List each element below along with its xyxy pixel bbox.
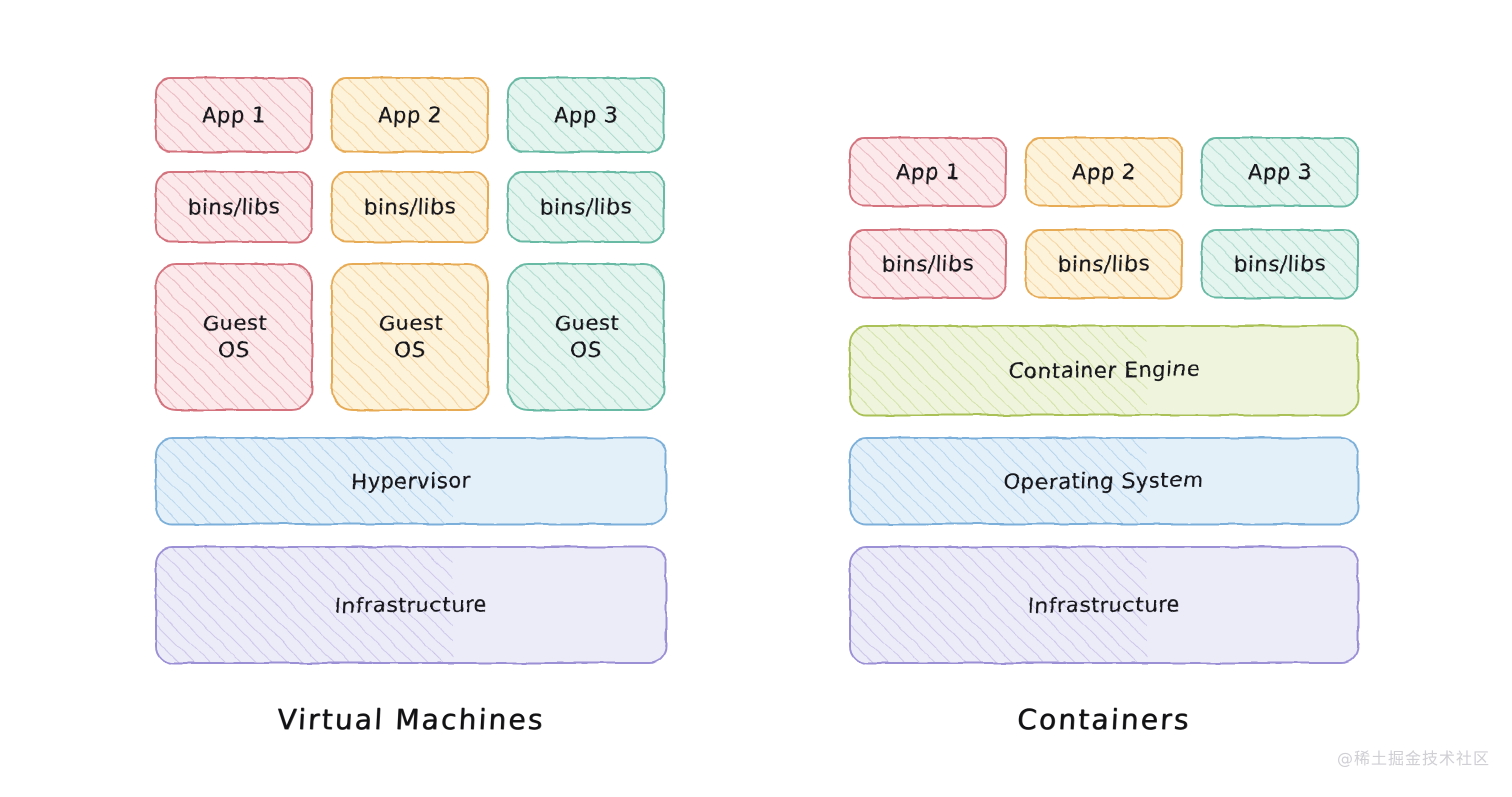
- ct-infrastructure-label: Infrastructure: [1027, 592, 1181, 618]
- ct-binslibs-1-label: bins/libs: [881, 251, 975, 277]
- vm-hypervisor-box[interactable]: Hypervisor: [155, 437, 667, 525]
- ct-binslibs-3-label: bins/libs: [1233, 251, 1327, 277]
- ct-app-3-label: App 3: [1247, 159, 1313, 185]
- watermark-text: @稀土掘金技术社区: [1336, 749, 1490, 768]
- vm-binslibs-3-box[interactable]: bins/libs: [507, 171, 665, 243]
- vm-infrastructure-label: Infrastructure: [334, 592, 488, 618]
- caption-containers: Containers: [1016, 703, 1192, 736]
- ct-binslibs-3-box[interactable]: bins/libs: [1201, 229, 1359, 299]
- vm-app-2-label: App 2: [377, 102, 443, 128]
- vm-binslibs-1-label: bins/libs: [187, 194, 281, 220]
- vm-infrastructure-box[interactable]: Infrastructure: [155, 546, 667, 664]
- vm-app-3-box[interactable]: App 3: [507, 77, 665, 153]
- vm-app-1-label: App 1: [201, 102, 267, 128]
- ct-binslibs-2-box[interactable]: bins/libs: [1025, 229, 1183, 299]
- ct-container-engine-label: Container Engine: [1008, 357, 1201, 384]
- ct-app-3-box[interactable]: App 3: [1201, 137, 1359, 207]
- ct-operating-system-label: Operating System: [1003, 468, 1205, 494]
- vm-binslibs-3-label: bins/libs: [539, 194, 633, 220]
- ct-binslibs-1-box[interactable]: bins/libs: [849, 229, 1007, 299]
- vm-guest-os-1-box[interactable]: Guest OS: [155, 263, 313, 411]
- vm-binslibs-1-box[interactable]: bins/libs: [155, 171, 313, 243]
- vm-hypervisor-label: Hypervisor: [350, 468, 472, 494]
- vm-guest-os-3-box[interactable]: Guest OS: [507, 263, 665, 411]
- vm-guest-os-1-label: Guest OS: [201, 310, 268, 363]
- vm-app-1-box[interactable]: App 1: [155, 77, 313, 153]
- ct-app-2-box[interactable]: App 2: [1025, 137, 1183, 207]
- vm-binslibs-2-label: bins/libs: [363, 194, 457, 220]
- vm-binslibs-2-box[interactable]: bins/libs: [331, 171, 489, 243]
- ct-binslibs-2-label: bins/libs: [1057, 251, 1151, 277]
- ct-app-2-label: App 2: [1071, 159, 1137, 185]
- ct-app-1-label: App 1: [895, 159, 961, 185]
- vm-guest-os-2-box[interactable]: Guest OS: [331, 263, 489, 411]
- ct-operating-system-box[interactable]: Operating System: [849, 437, 1359, 525]
- ct-container-engine-box[interactable]: Container Engine: [849, 325, 1359, 416]
- vm-app-2-box[interactable]: App 2: [331, 77, 489, 153]
- caption-virtual-machines: Virtual Machines: [276, 703, 546, 736]
- vm-guest-os-2-label: Guest OS: [377, 310, 444, 363]
- vm-guest-os-3-label: Guest OS: [553, 310, 620, 363]
- vm-app-3-label: App 3: [553, 102, 619, 128]
- ct-infrastructure-box[interactable]: Infrastructure: [849, 546, 1359, 664]
- ct-app-1-box[interactable]: App 1: [849, 137, 1007, 207]
